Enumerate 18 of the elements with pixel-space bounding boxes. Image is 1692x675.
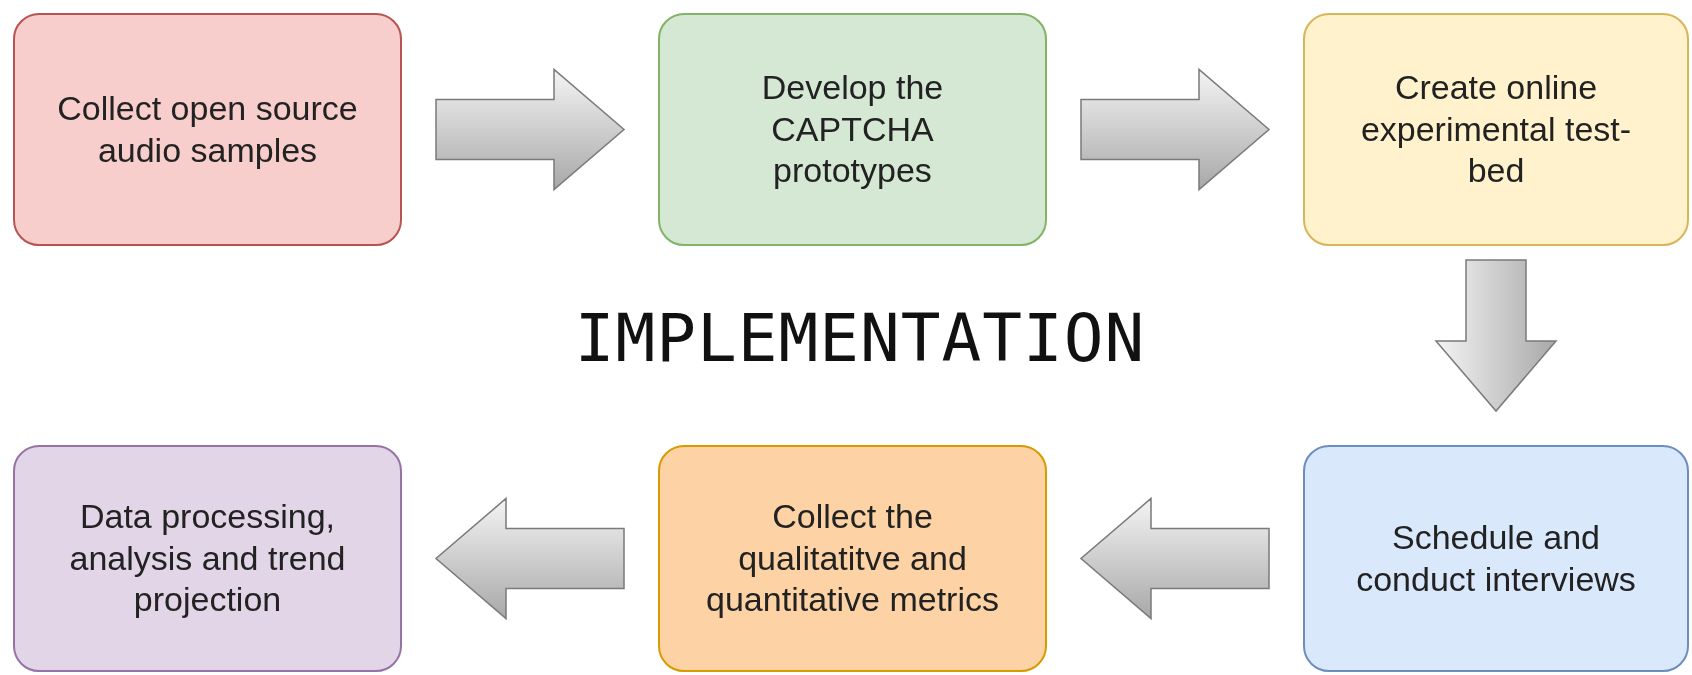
process-box [13, 13, 402, 246]
box-text: Collect open source audio samples [56, 88, 359, 171]
block-arrow [1079, 496, 1270, 621]
block-arrow [1434, 259, 1558, 413]
block-arrow [434, 496, 625, 621]
box-text: Schedule and conduct interviews [1355, 517, 1637, 600]
process-box [1303, 445, 1689, 672]
box-text: Collect the qualitatitve and quantitative metrics [705, 496, 1000, 621]
process-box [658, 13, 1047, 246]
box-text: Develop the CAPTCHA prototypes [760, 67, 945, 192]
block-arrow [435, 67, 626, 192]
process-box [13, 445, 402, 672]
block-arrow [1080, 67, 1271, 192]
box-text: Create online experimental test-bed [1359, 67, 1633, 192]
diagram-title: IMPLEMENTATION [573, 300, 1147, 377]
process-box [658, 445, 1047, 672]
process-box [1303, 13, 1689, 246]
box-text: Data processing, analysis and trend projection [68, 496, 347, 621]
